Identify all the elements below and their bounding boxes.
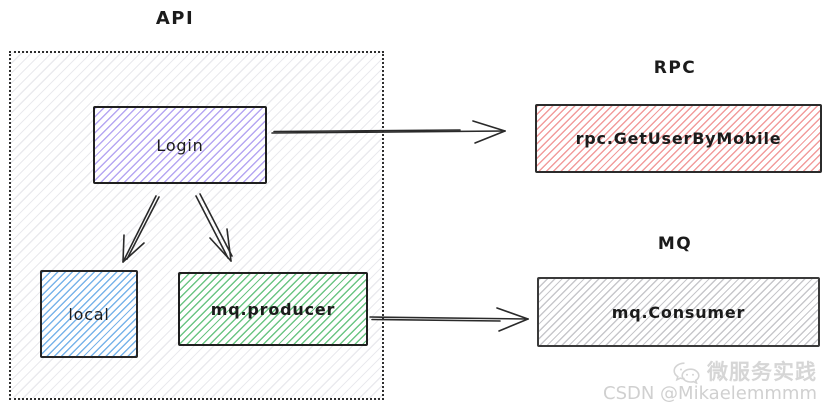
watermark-brand: 微服务实践	[707, 360, 817, 385]
api-group-label: API	[155, 8, 195, 29]
rpc-section-label: RPC	[653, 58, 697, 78]
node-rpc-get-user-by-mobile-label: rpc.GetUserByMobile	[575, 129, 782, 148]
watermark-credit: CSDN @Mikaelemmmm	[603, 383, 817, 405]
mq-section-label: MQ	[657, 234, 693, 254]
chat-bubbles-icon	[673, 362, 700, 384]
node-mq-producer-label: mq.producer	[210, 299, 336, 319]
node-mq-consumer-label: mq.Consumer	[611, 302, 746, 322]
node-local-label: local	[68, 304, 110, 324]
node-login: Login	[93, 106, 267, 184]
node-login-label: Login	[156, 135, 204, 155]
node-local: local	[40, 270, 138, 358]
watermark: 微服务实践 CSDN @Mikaelemmmm	[603, 361, 817, 404]
node-mq-consumer: mq.Consumer	[537, 277, 820, 347]
node-mq-producer: mq.producer	[178, 272, 368, 346]
node-rpc-get-user-by-mobile: rpc.GetUserByMobile	[535, 104, 822, 173]
arrow-mq-producer-to-mq-consumer	[369, 307, 529, 332]
